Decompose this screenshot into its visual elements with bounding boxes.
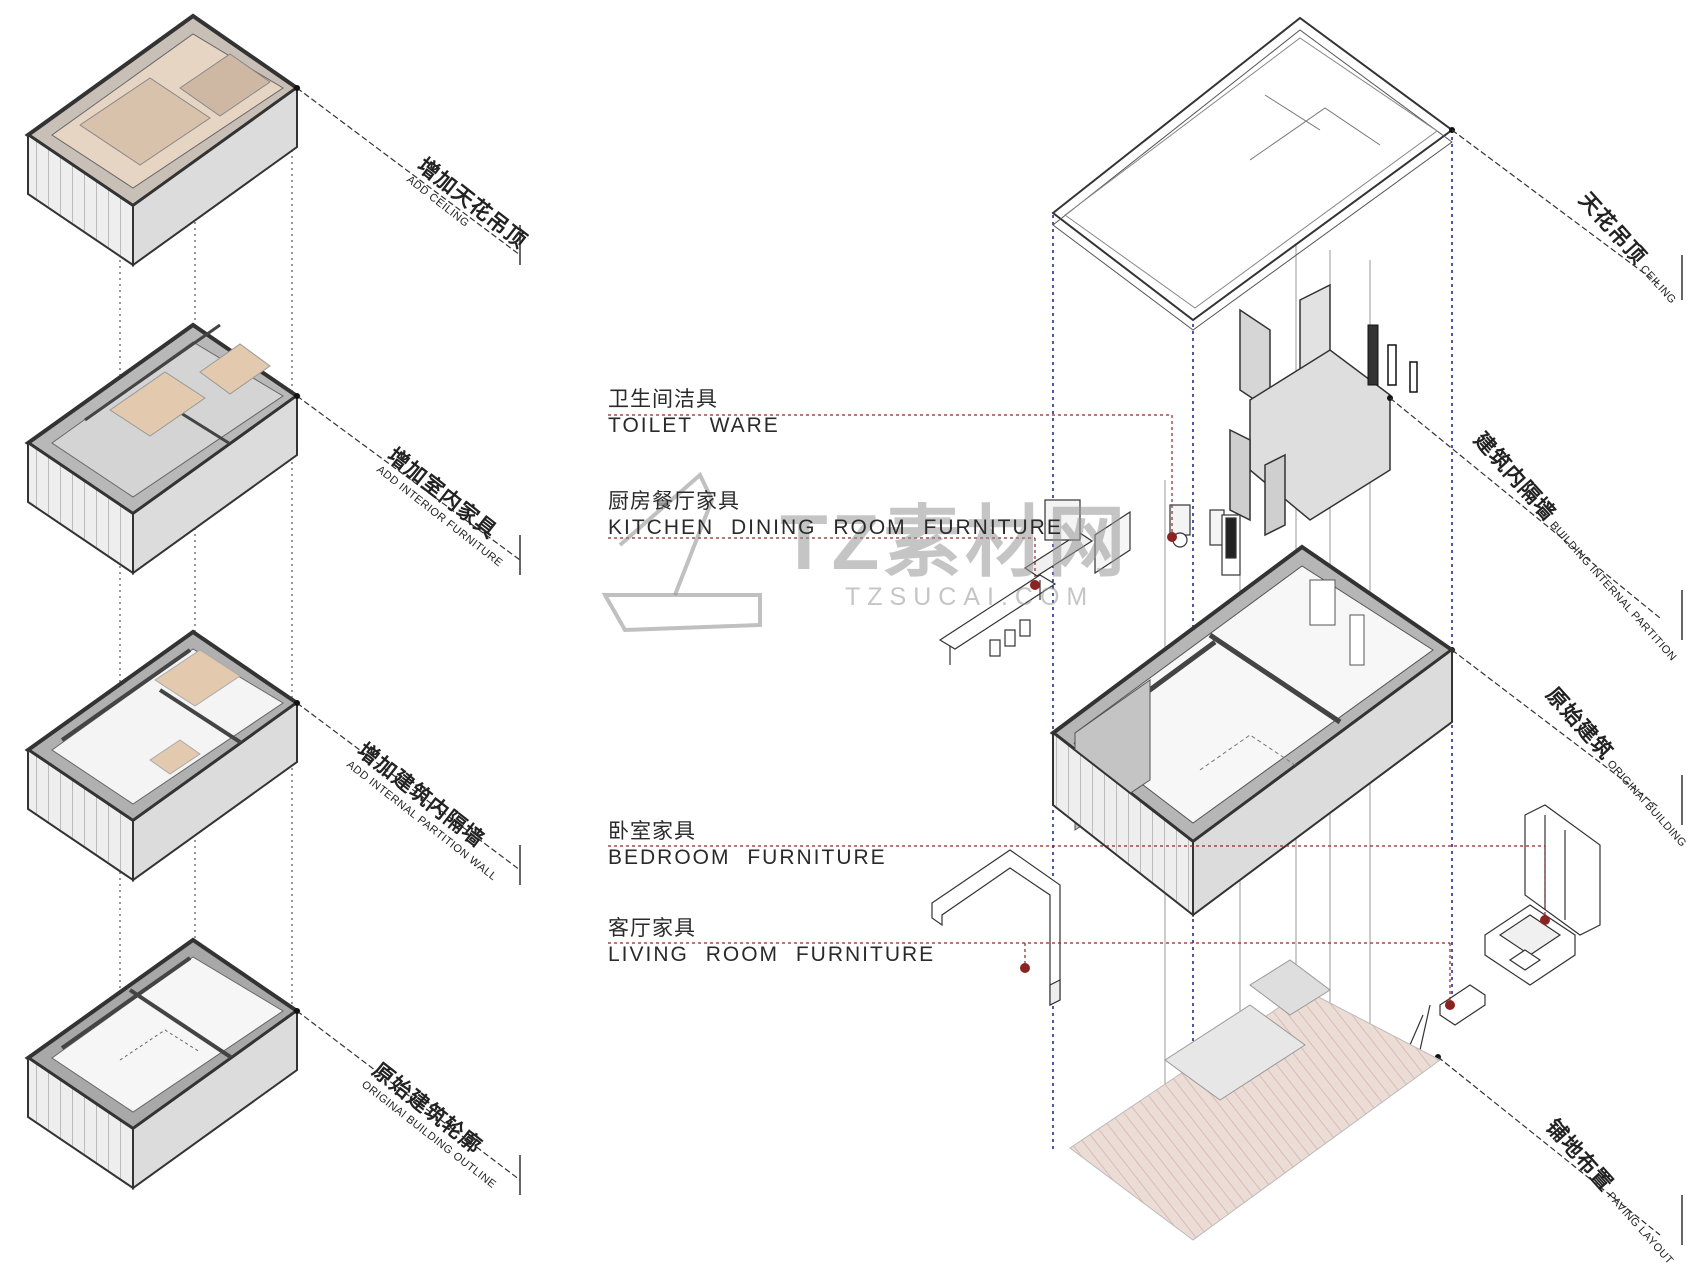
left-model-partitions (24, 629, 301, 882)
original-building-box (1049, 544, 1456, 918)
left-leader-lines (296, 87, 521, 1181)
toilet-ware-zh: 卫生间洁具 (608, 388, 718, 411)
toilet-ware-en: TOILET WARE (608, 414, 780, 437)
left-anchor-dots (294, 85, 300, 1014)
left-model-ceiling (24, 13, 301, 267)
left-model-original (24, 937, 301, 1190)
partition-walls (1229, 283, 1418, 537)
watermark-url: TZSUCAI.COM (845, 583, 1095, 611)
bedroom-furniture (1484, 804, 1601, 986)
kitchen-dining-en: KITCHEN DINING ROOM FURNITURE (608, 516, 1063, 539)
ceiling-plate (1051, 16, 1454, 331)
bedroom-furniture-callout: 卧室家具 BEDROOM FURNITURE (608, 819, 887, 871)
living-room-en: LIVING ROOM FURNITURE (608, 943, 936, 966)
right-anchor-dots (1387, 127, 1455, 1060)
bedroom-furniture-zh: 卧室家具 (608, 820, 696, 843)
kitchen-dining-zh: 厨房餐厅家具 (608, 490, 740, 513)
paving-layout (1069, 959, 1441, 1241)
bedroom-furniture-en: BEDROOM FURNITURE (608, 846, 887, 869)
living-room-zh: 客厅家具 (608, 917, 696, 940)
dining-chairs (989, 619, 1031, 657)
kitchen-dining-callout: 厨房餐厅家具 KITCHEN DINING ROOM FURNITURE (608, 489, 1063, 541)
callout-markers (1020, 532, 1550, 1010)
callout-leaders (608, 414, 1546, 1005)
watermark-logo (601, 471, 762, 633)
living-room-furniture (931, 849, 1486, 1051)
watermark-text: TZ素材网 (780, 498, 1130, 586)
left-alignment-guides (119, 90, 293, 1110)
kitchen-furniture (938, 499, 1241, 665)
living-room-callout: 客厅家具 LIVING ROOM FURNITURE (608, 916, 935, 968)
left-model-furniture (24, 322, 301, 575)
toilet-ware-callout: 卫生间洁具 TOILET WARE (608, 387, 780, 439)
right-leader-lines (1389, 129, 1661, 1236)
